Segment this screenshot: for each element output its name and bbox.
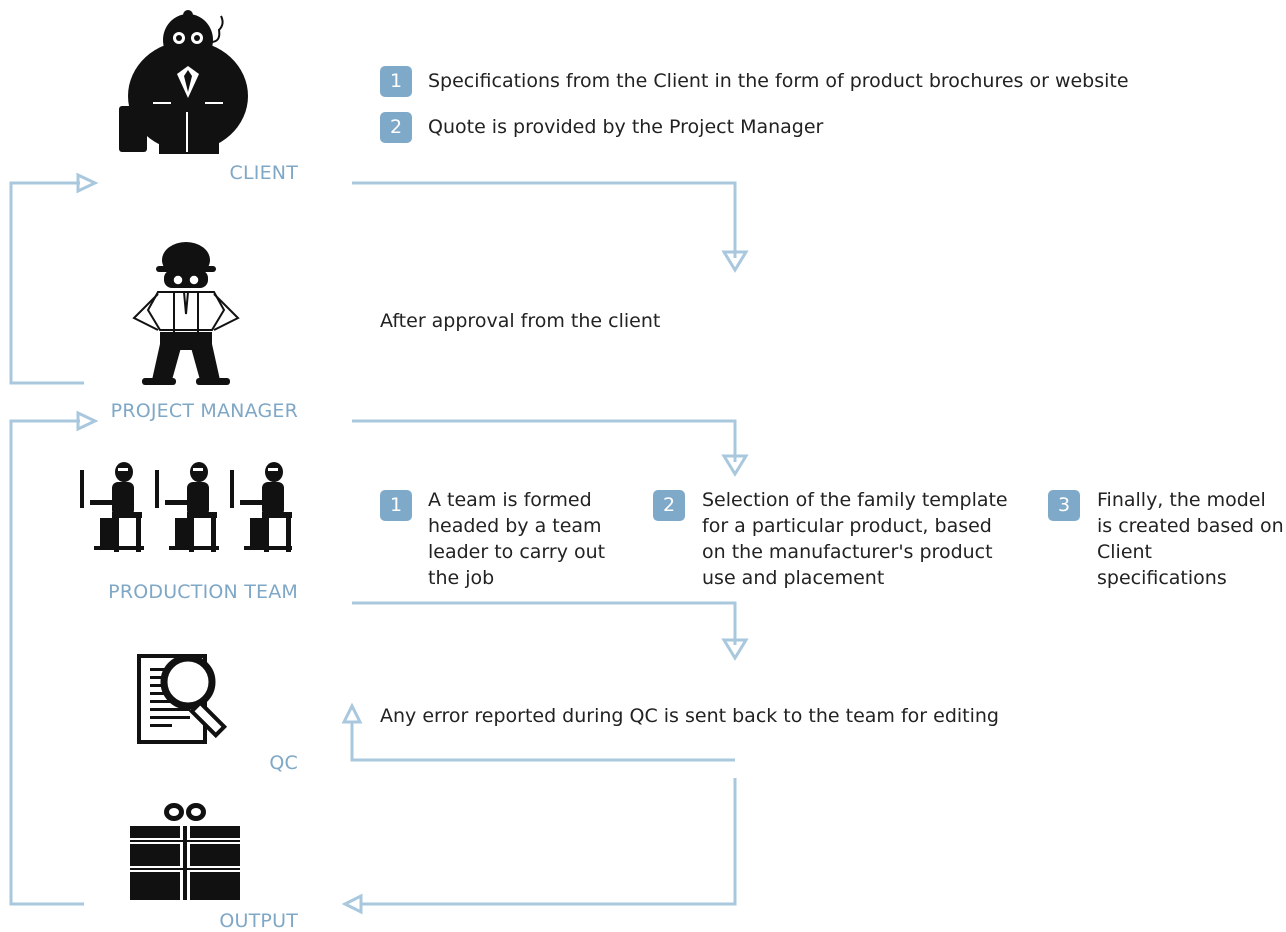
client-figure-icon: [119, 10, 248, 154]
connector-pm-to-client: [9, 181, 84, 385]
pm-note: After approval from the client: [380, 310, 661, 332]
connector-team-to-qc: [352, 601, 737, 645]
role-label-client: CLIENT: [229, 162, 298, 184]
connector-qc-to-output: [360, 778, 737, 906]
client-step-text: Quote is provided by the Project Manager: [428, 116, 824, 138]
connector-output-to-pm: [9, 419, 84, 906]
arrow-head-left: [341, 893, 363, 915]
arrow-head-right: [76, 172, 99, 194]
client-step-badge: 1: [380, 66, 412, 97]
arrow-head-right: [76, 410, 99, 432]
client-step-text: Specifications from the Client in the fo…: [428, 70, 1129, 92]
production-team-workers-icon: [80, 462, 292, 552]
qc-document-magnifier-icon: [137, 654, 228, 744]
team-step-text: Selection of the family template for a p…: [702, 489, 1008, 589]
arrow-head-up: [341, 702, 363, 724]
role-label-project-manager: PROJECT MANAGER: [110, 400, 298, 422]
arrow-head-down: [721, 250, 749, 273]
connector-pm-to-team: [352, 419, 737, 462]
arrow-head-down: [721, 454, 749, 477]
arrow-head-down: [721, 638, 749, 661]
team-step-badge: 1: [380, 490, 412, 521]
team-step-text: Finally, the model is created based on C…: [1097, 489, 1284, 589]
qc-note: Any error reported during QC is sent bac…: [380, 705, 999, 727]
connector-client-to-pm: [352, 181, 737, 258]
team-step-badge: 2: [653, 490, 685, 521]
role-label-output: OUTPUT: [219, 910, 298, 932]
output-gift-box-icon: [130, 803, 240, 900]
project-manager-figure-icon: [132, 242, 240, 385]
connector-qc-feedback: [350, 723, 735, 762]
team-step-text: A team is formed headed by a team leader…: [428, 489, 606, 589]
client-step-badge: 2: [380, 112, 412, 143]
role-label-production-team: PRODUCTION TEAM: [108, 581, 298, 603]
role-label-qc: QC: [269, 752, 298, 774]
team-step-badge: 3: [1048, 490, 1080, 521]
